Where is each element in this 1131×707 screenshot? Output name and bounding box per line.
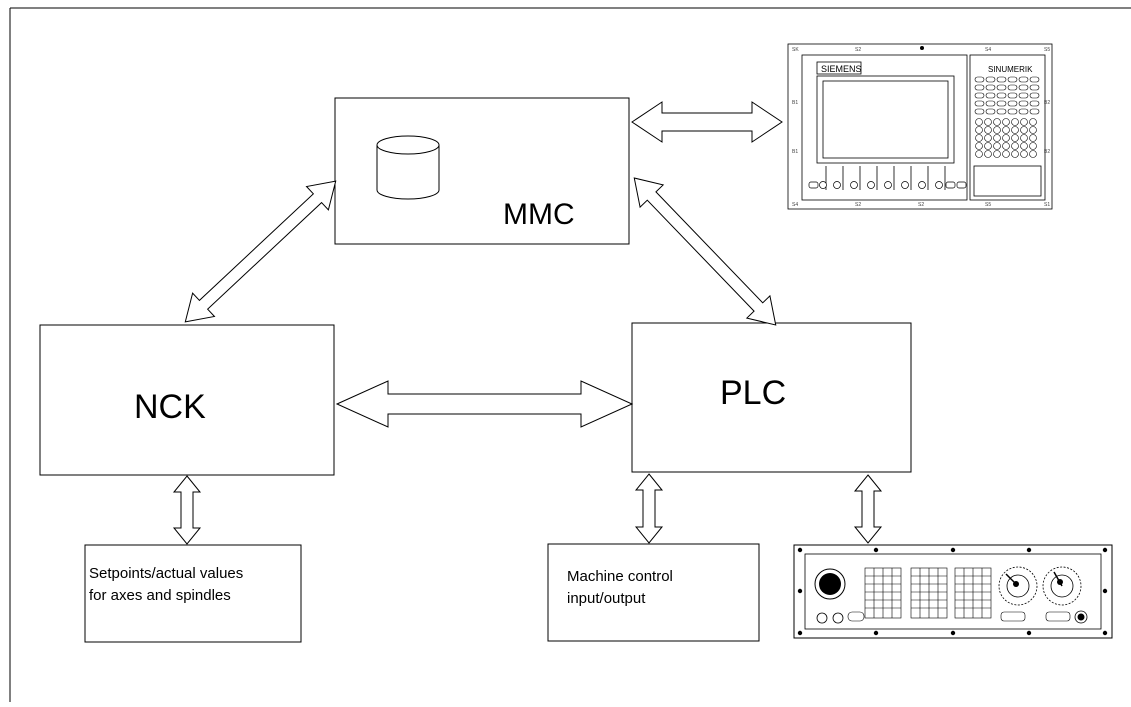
sinumerik-label: SINUMERIK — [988, 65, 1033, 74]
svg-text:S4: S4 — [985, 47, 991, 53]
mmc-label: MMC — [503, 198, 575, 231]
machine-keys — [847, 567, 992, 622]
svg-text:B1: B1 — [792, 149, 798, 155]
siemens-logo: SIEMENS — [821, 64, 862, 74]
emergency-stop-icon — [814, 568, 846, 600]
keypad — [974, 76, 1040, 158]
svg-text:B1: B1 — [792, 100, 798, 106]
arrow-mmc-nck — [184, 180, 337, 323]
mmc-block: MMC — [334, 97, 630, 245]
softkeys — [808, 166, 967, 190]
plc-block: PLC — [631, 322, 912, 473]
svg-text:S4: S4 — [792, 202, 798, 208]
svg-text:S2: S2 — [855, 202, 861, 208]
database-icon — [376, 135, 440, 200]
plc-label: PLC — [720, 374, 786, 412]
svg-text:S2: S2 — [855, 47, 861, 53]
machine-line1: Machine control — [567, 568, 673, 585]
arrow-mmc-plc — [633, 177, 777, 326]
arrow-mmc-operator-panel — [631, 101, 783, 143]
setpoints-line2: for axes and spindles — [89, 587, 231, 604]
machine-line2: input/output — [567, 590, 646, 607]
machine-control-box: Machine control input/output — [547, 543, 760, 642]
setpoints-line1: Setpoints/actual values — [89, 565, 243, 582]
svg-text:SK: SK — [792, 47, 799, 53]
spindle-override-dial-icon — [1042, 566, 1082, 606]
svg-text:S5: S5 — [985, 202, 991, 208]
feed-override-dial-icon — [998, 566, 1038, 606]
nck-block: NCK — [39, 324, 335, 476]
arrow-nck-plc — [335, 380, 634, 428]
setpoints-box: Setpoints/actual values for axes and spi… — [84, 544, 302, 643]
keyboard-blank-area — [973, 165, 1042, 197]
svg-text:S5: S5 — [1044, 47, 1050, 53]
arrow-plc-machine-panel — [853, 474, 883, 544]
arrow-plc-machine — [634, 473, 664, 544]
arrow-nck-setpoints — [172, 475, 202, 545]
svg-text:B2: B2 — [1044, 100, 1050, 106]
svg-text:S2: S2 — [918, 202, 924, 208]
svg-text:B2: B2 — [1044, 149, 1050, 155]
machine-panel — [793, 544, 1113, 639]
svg-text:S1: S1 — [1044, 202, 1050, 208]
nck-label: NCK — [134, 388, 206, 426]
operator-panel: SK S2 S4 S5 B1 B1 B2 B2 S4 S2 S2 S5 S1 S… — [787, 43, 1053, 210]
